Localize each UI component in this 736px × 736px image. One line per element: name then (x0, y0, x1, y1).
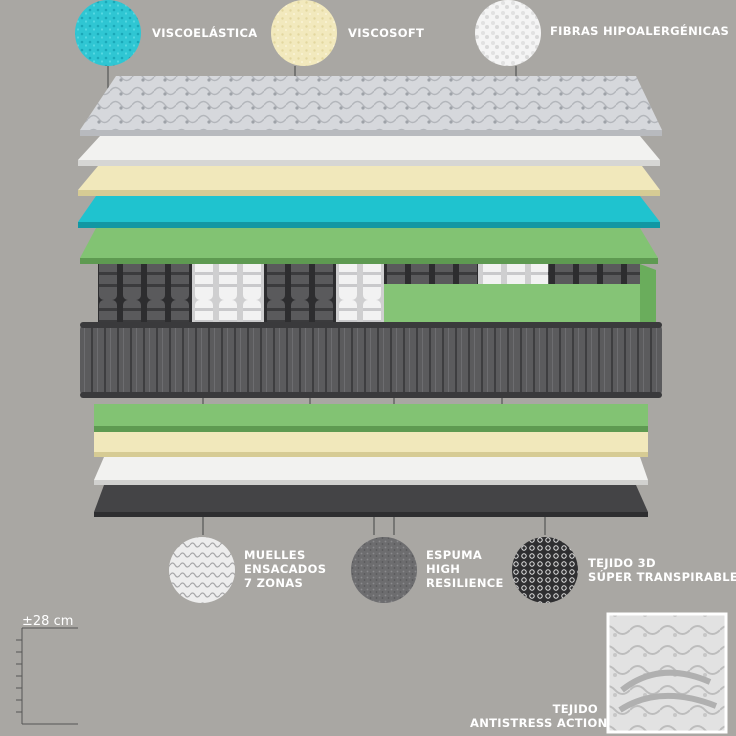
spring-core (98, 264, 656, 322)
espuma-swatch (351, 537, 417, 603)
label-viscosoft: VISCOSOFT (348, 26, 425, 40)
tejido3d-swatch (512, 537, 578, 603)
viscosoft-swatch (271, 0, 337, 66)
antistress-fabric-thumb (606, 612, 728, 734)
label-tejido-3d: TEJIDO 3D SÚPER TRANSPIRABLE (588, 556, 736, 584)
height-label: ±28 cm (22, 614, 74, 629)
gray-border-panel (80, 322, 662, 398)
label-fibras-hipoalergenicas: FIBRAS HIPOALERGÉNICAS (550, 24, 730, 38)
viscosoft-layer (78, 166, 660, 196)
fiber-layer (78, 136, 660, 166)
green-foam-bottom-layer (94, 404, 648, 432)
quilted-top-layer (80, 76, 662, 136)
fiber-bottom-layer (94, 457, 648, 485)
3d-fabric-base (94, 485, 648, 517)
fibras-swatch (475, 0, 541, 66)
label-muelles-ensacados: MUELLES ENSACADOS 7 ZONAS (244, 548, 327, 590)
viscoelastica-swatch (75, 0, 141, 66)
muelles-swatch (169, 537, 235, 603)
viscosoft-bottom-layer (94, 432, 648, 457)
label-tejido-antistress: TEJIDO ANTISTRESS ACTION (470, 702, 608, 730)
green-foam-top-layer (80, 228, 658, 264)
viscoelastic-layer (78, 196, 660, 228)
height-scale (16, 627, 78, 725)
label-viscoelastica: VISCOELÁSTICA (152, 26, 258, 40)
label-espuma-high-resilience: ESPUMA HIGH RESILIENCE (426, 548, 504, 590)
